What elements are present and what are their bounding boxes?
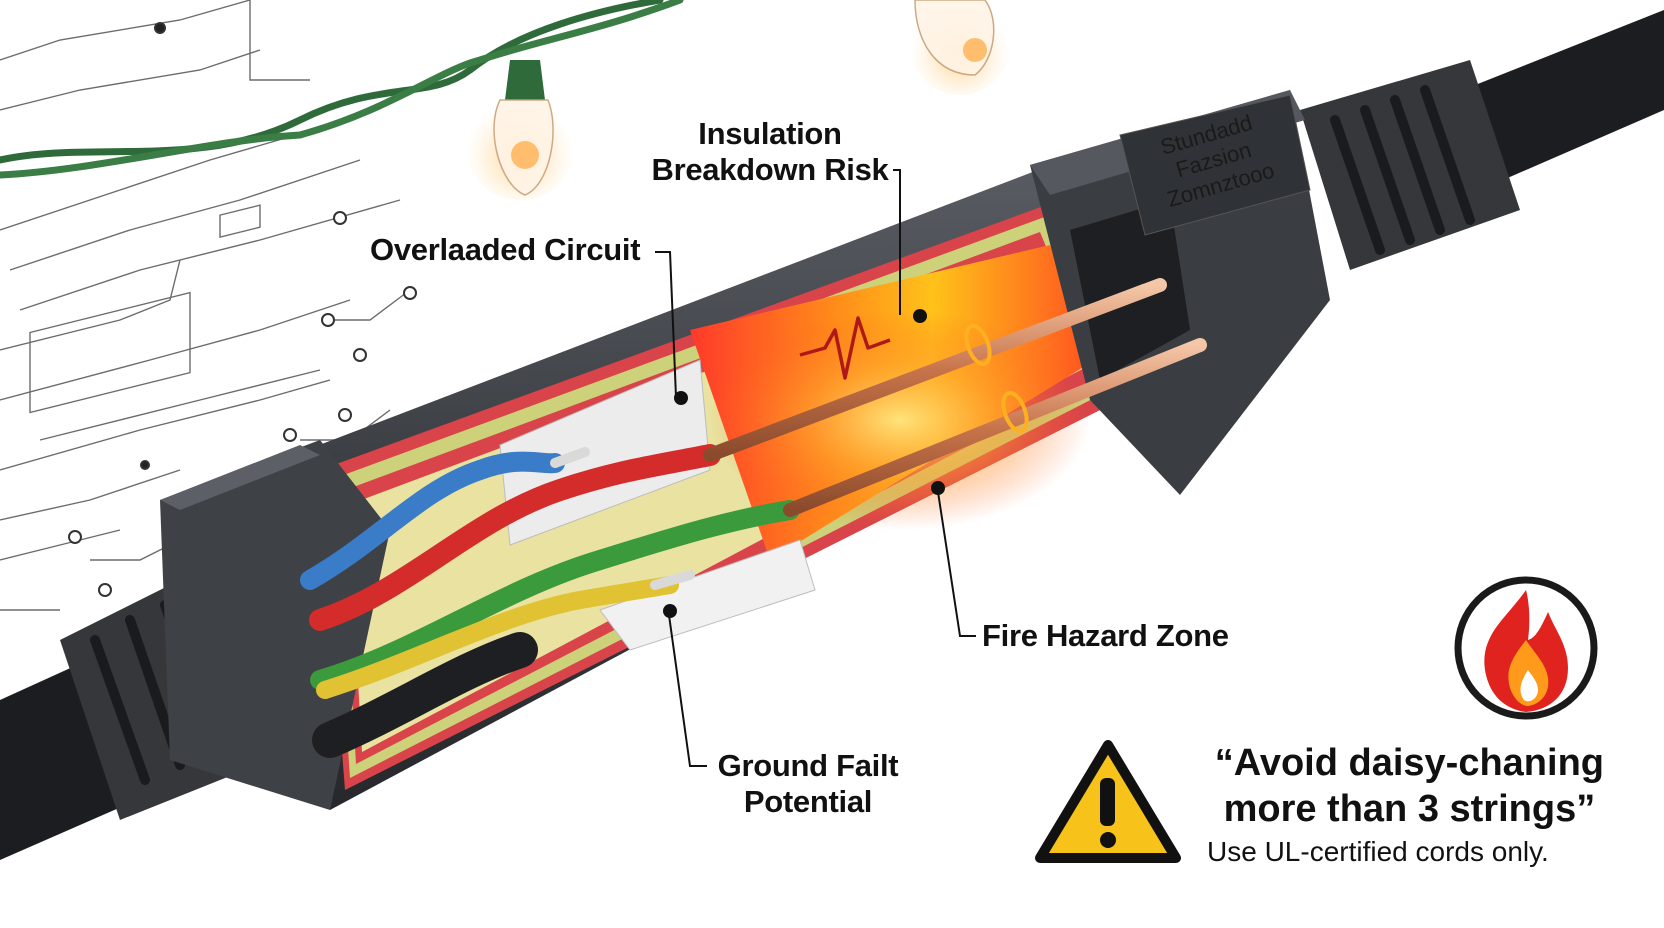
- warning-subtext: Use UL-certified cords only.: [1207, 836, 1549, 867]
- callout-dots: [663, 309, 945, 618]
- callout-overloaded-circuit: Overlaaded Circuit: [370, 232, 641, 267]
- callout-fire-hazard-zone: Fire Hazard Zone: [982, 618, 1229, 653]
- callout-insulation-line2: Breakdown Risk: [651, 152, 889, 187]
- callout-insulation-line1: Insulation: [698, 116, 842, 151]
- cord-housing: [160, 90, 1330, 810]
- warning-quote-line2: more than 3 strings”: [1223, 788, 1596, 830]
- copper-conductor-upper: [703, 278, 1167, 462]
- cord-cable-right: [1300, 10, 1664, 270]
- callout-ground-fault-potential: Ground Failt Potential: [708, 748, 908, 820]
- heartbeat-surge-icon: [799, 316, 891, 380]
- fire-icon: [1454, 576, 1598, 720]
- insulation-block-lower: [599, 539, 816, 651]
- warning-quote-line1: “Avoid daisy-chaning: [1214, 742, 1604, 784]
- safety-warning-quote: “Avoid daisy-chaning more than 3 strings…: [1215, 740, 1604, 832]
- callout-leaders: [655, 169, 976, 767]
- callout-ground-line2: Potential: [743, 784, 873, 819]
- plug-label-plate: [1119, 94, 1311, 236]
- string-light-bulb-icon: [465, 60, 575, 200]
- warning-triangle-icon: [1035, 740, 1181, 863]
- schematic-nodes: [68, 22, 417, 597]
- circuit-schematic-background: [0, 0, 411, 611]
- arcing-rings: [964, 323, 1029, 434]
- red-wire: [309, 444, 721, 631]
- black-wire: [312, 632, 538, 758]
- yellow-wire: [316, 576, 679, 699]
- string-lights-wire: [0, 0, 684, 179]
- wire-bundle: [300, 278, 1207, 758]
- string-light-bulb-icon: [910, 0, 1010, 95]
- front-end-cap: [160, 440, 390, 810]
- green-wire: [310, 500, 800, 690]
- blue-wire: [300, 451, 565, 590]
- callout-ground-line1: Ground Failt: [717, 748, 899, 783]
- callout-insulation-breakdown-risk: Insulation Breakdown Risk: [650, 116, 890, 188]
- copper-conductor-lower: [783, 338, 1207, 517]
